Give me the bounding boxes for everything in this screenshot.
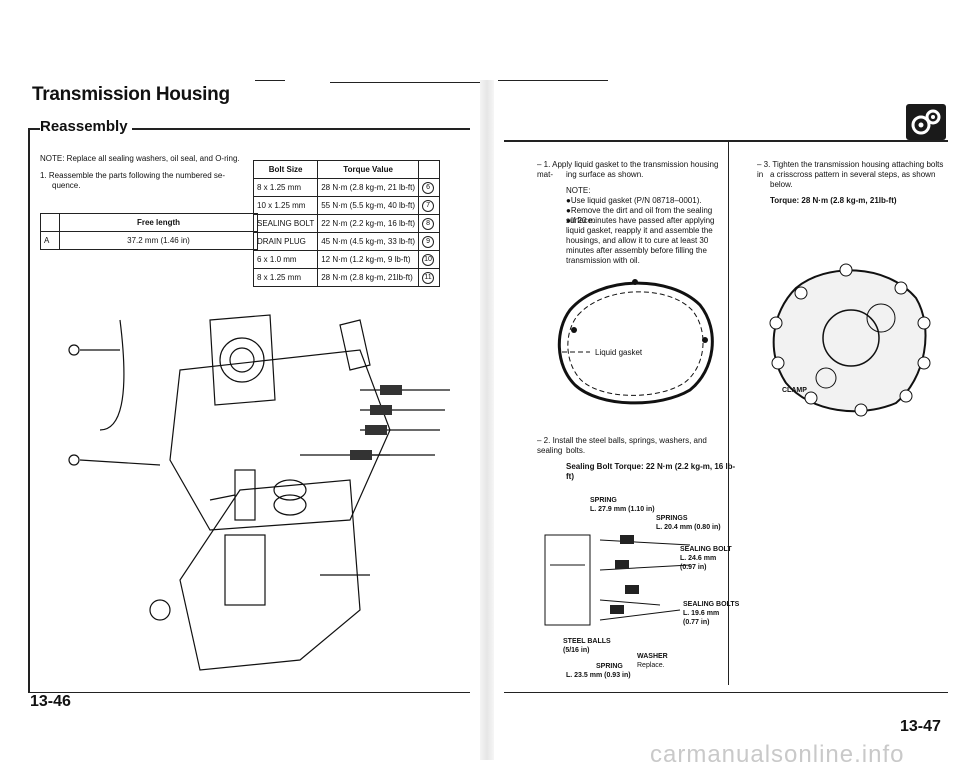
callout-sealing-bolt: SEALING BOLT (680, 546, 732, 553)
torque-row: SEALING BOLT 22 N·m (2.2 kg-m, 16 lb-ft)… (252, 214, 441, 233)
note-bullet: If 20 minutes have passed after applying… (566, 216, 726, 266)
free-length-row-label: A (40, 231, 60, 250)
torque-ref: 8 (422, 217, 435, 230)
step3-line3: below. (770, 180, 793, 189)
torque-value: 55 N·m (5.5 kg-m, 40 lb-ft) (317, 196, 420, 215)
callout-sealing-bolts-length: L. 19.6 mm (683, 610, 720, 617)
torque-table: Bolt Size Torque Value 8 x 1.25 mm 28 N·… (252, 160, 441, 287)
step3-line1: – 3. Tighten the transmission housing at… (757, 160, 944, 179)
housing-gasket-illustration (557, 279, 714, 405)
section-rule (28, 128, 470, 130)
callout-springs: SPRINGS (656, 515, 688, 522)
callout-spring-top-length: L. 27.9 mm (1.10 in) (590, 506, 655, 513)
callout-sealing-bolts-length-in: (0.77 in) (683, 619, 710, 626)
page-number-right: 13-47 (900, 718, 941, 735)
torque-row: DRAIN PLUG 45 N·m (4.5 kg-m, 33 lb-ft) 9 (252, 232, 441, 251)
callout-steel-balls: STEEL BALLS (563, 638, 611, 645)
note-bullet: Use liquid gasket (P/N 08718–0001). (566, 196, 726, 206)
callout-steel-balls-size: (5/16 in) (563, 647, 590, 654)
page-gutter (480, 80, 494, 760)
free-length-header: Free length (59, 213, 258, 232)
free-length-row-value: 37.2 mm (1.46 in) (59, 231, 258, 250)
transmission-exploded-illustration (68, 314, 450, 671)
callout-washer-note: Replace. (637, 662, 665, 669)
torque-size: 8 x 1.25 mm (252, 268, 319, 287)
step1-line1-right: – 1. Apply liquid gasket to the transmis… (537, 160, 719, 179)
callout-spring-top: SPRING (590, 497, 617, 504)
torque-ref: 6 (422, 181, 435, 194)
step1-line2-right: ing surface as shown. (566, 170, 644, 179)
torque-size: 10 x 1.25 mm (252, 196, 319, 215)
torque-size: 8 x 1.25 mm (252, 178, 319, 197)
torque-value: 28 N·m (2.8 kg-m, 21 lb-ft) (317, 178, 420, 197)
torque-header-size: Bolt Size (252, 160, 319, 179)
note-label-right: NOTE: (566, 186, 591, 195)
watermark: carmanualsonline.info (650, 741, 905, 768)
torque-value: 12 N·m (1.2 kg-m, 9 lb-ft) (317, 250, 420, 269)
step2-torque-spec: Sealing Bolt Torque: 22 N·m (2.2 kg-m, 1… (566, 462, 736, 481)
top-rule-right (498, 80, 608, 81)
callout-sealing-bolt-length: L. 24.6 mm (680, 555, 717, 562)
top-rule-left (255, 80, 285, 81)
callout-clamp: CLAMP (782, 387, 807, 394)
torque-row: 8 x 1.25 mm 28 N·m (2.8 kg-m, 21 lb-ft) … (252, 178, 441, 197)
detent-parts-illustration (544, 534, 691, 626)
torque-row: 6 x 1.0 mm 12 N·m (1.2 kg-m, 9 lb-ft) 10 (252, 250, 441, 269)
page-number-left: 13-46 (30, 693, 71, 710)
liquid-gasket-legend: Liquid gasket (593, 348, 645, 358)
column-divider (728, 140, 729, 685)
transmission-gear-icon (906, 104, 946, 140)
torque-ref: 9 (422, 235, 435, 248)
torque-ref: 10 (422, 253, 435, 266)
step1-line2: quence. (52, 181, 81, 190)
section-left-rule (28, 128, 30, 693)
note-text: NOTE: Replace all sealing washers, oil s… (40, 154, 240, 163)
torque-row: 8 x 1.25 mm 28 N·m (2.8 kg-m, 21lb-ft) 1… (252, 268, 441, 287)
housing-bolt-pattern-illustration (769, 263, 931, 417)
step3-line2: a crisscross pattern in several steps, a… (770, 170, 936, 179)
torque-size: 6 x 1.0 mm (252, 250, 319, 269)
bottom-rule-right (504, 692, 948, 693)
section-rule-right (504, 140, 948, 142)
top-rule-mid (330, 82, 480, 83)
torque-value: 22 N·m (2.2 kg-m, 16 lb-ft) (317, 214, 420, 233)
torque-header-value: Torque Value (317, 160, 420, 179)
callout-sealing-bolts: SEALING BOLTS (683, 601, 740, 608)
torque-size: SEALING BOLT (252, 214, 319, 233)
page-title: Transmission Housing (32, 84, 230, 105)
step2-line1: – 2. Install the steel balls, springs, w… (537, 436, 707, 455)
torque-row: 10 x 1.25 mm 55 N·m (5.5 kg-m, 40 lb-ft)… (252, 196, 441, 215)
step1-line1: 1. Reassemble the parts following the nu… (40, 171, 225, 180)
torque-ref: 7 (422, 199, 435, 212)
step2-line2: bolts. (566, 446, 586, 455)
callout-spring-bottom-length: L. 23.5 mm (0.93 in) (566, 672, 631, 679)
free-length-table: Free length A 37.2 mm (1.46 in) (40, 213, 258, 250)
step3-torque-spec: Torque: 28 N·m (2.8 kg-m, 21lb-ft) (770, 196, 897, 205)
callout-washer: WASHER (637, 653, 668, 660)
bottom-rule-left (28, 692, 470, 693)
callout-sealing-bolt-length-in: (0.97 in) (680, 564, 707, 571)
torque-value: 45 N·m (4.5 kg-m, 33 lb-ft) (317, 232, 420, 251)
callout-spring-bottom: SPRING (596, 663, 623, 670)
torque-ref: 11 (422, 271, 435, 284)
callout-springs-length: L. 20.4 mm (0.80 in) (656, 524, 721, 531)
section-subtitle: Reassembly (40, 118, 132, 135)
torque-size: DRAIN PLUG (252, 232, 319, 251)
